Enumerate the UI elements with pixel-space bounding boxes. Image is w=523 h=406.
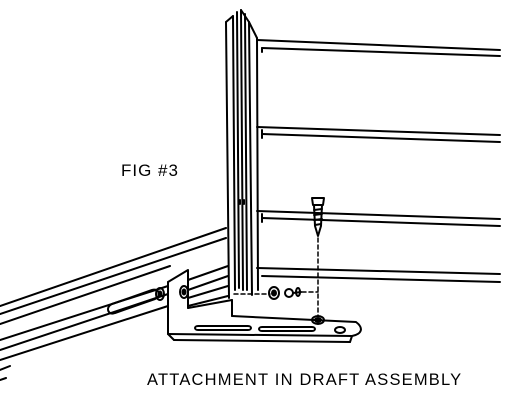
alignment-dashes <box>233 237 319 317</box>
left-bolt <box>155 285 189 301</box>
rail-slot <box>107 288 160 315</box>
wall-panel-middle-2 <box>256 210 501 227</box>
fasteners <box>155 197 325 325</box>
figure-number-label: FIG #3 <box>121 161 179 180</box>
bracket-hole <box>334 326 346 334</box>
wall-panels <box>256 39 501 283</box>
wall-panel-upper <box>256 39 501 57</box>
bracket-slot-1 <box>194 325 252 331</box>
bracket-slot-2 <box>258 326 316 332</box>
base-rail <box>0 227 229 381</box>
wall-panel-middle-1 <box>256 126 501 143</box>
wall-panel-lower <box>256 267 501 283</box>
corner-post <box>225 9 259 299</box>
washer-nut <box>268 286 302 300</box>
screw <box>311 197 325 325</box>
angle-bracket <box>167 269 362 343</box>
figure-caption: ATTACHMENT IN DRAFT ASSEMBLY <box>147 371 463 389</box>
